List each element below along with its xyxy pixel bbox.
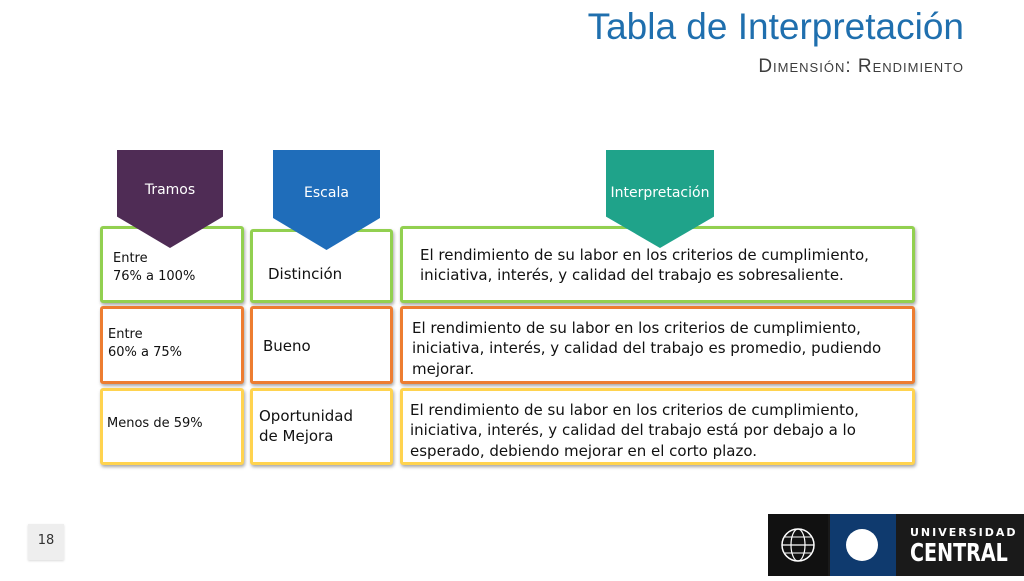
escala-header-label: Escala: [304, 185, 349, 201]
logo-text-universidad: UNIVERSIDAD: [910, 526, 1018, 539]
tramo-box-2: Entre 60% a 75%: [100, 306, 244, 384]
logo-text-central: CENTRAL: [910, 538, 1008, 567]
escala-label-1: Distinción: [268, 265, 343, 283]
tramo-label-3: Menos de 59%: [107, 416, 203, 431]
interpretacion-box-3: El rendimiento de su labor en los criter…: [400, 388, 915, 465]
logo-globe-panel: [768, 514, 828, 576]
interpretacion-header-label: Interpretación: [610, 185, 710, 201]
logo-circle-panel: [830, 514, 896, 576]
interpretacion-text-1: El rendimiento de su labor en los criter…: [420, 246, 869, 285]
tramo-box-3: Menos de 59%: [100, 388, 244, 465]
page-subtitle: Dimensión: Rendimiento: [758, 56, 964, 77]
escala-label-2: Bueno: [263, 337, 311, 355]
escala-box-2: Bueno: [250, 306, 393, 384]
escala-label-3: Oportunidad de Mejora: [259, 407, 353, 446]
tramo-label-1: Entre 76% a 100%: [113, 251, 196, 284]
interpretacion-text-2: El rendimiento de su labor en los criter…: [412, 319, 882, 378]
universidad-central-logo: UNIVERSIDAD CENTRAL: [768, 514, 1024, 576]
interpretacion-box-2: El rendimiento de su labor en los criter…: [400, 306, 915, 384]
interpretacion-text-3: El rendimiento de su labor en los criter…: [410, 401, 859, 460]
page-title: Tabla de Interpretación: [587, 6, 964, 47]
page-number: 18: [28, 524, 64, 560]
tramos-header-label: Tramos: [144, 182, 196, 198]
tramo-label-2: Entre 60% a 75%: [108, 327, 183, 360]
escala-box-3: Oportunidad de Mejora: [250, 388, 393, 465]
circle-icon: [846, 529, 878, 561]
globe-icon: [781, 528, 815, 562]
